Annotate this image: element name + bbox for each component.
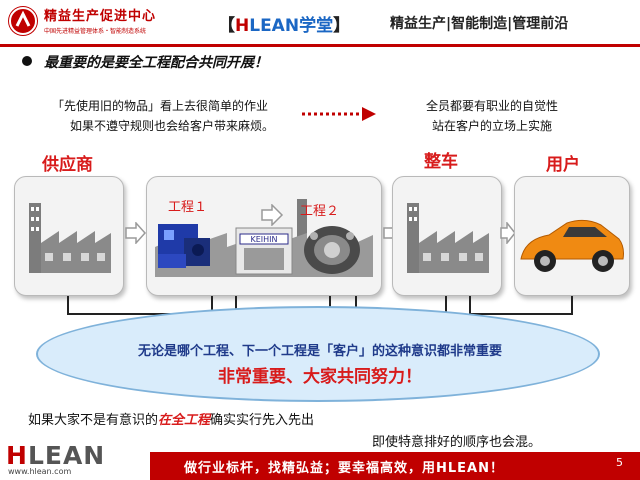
bottom-line1: 如果大家不是有意识的在全工程确实实行先入先出 (28, 409, 314, 428)
machine-image (158, 224, 210, 268)
footer-url: www.hlean.com (8, 467, 72, 476)
user-label: 用户 (546, 155, 580, 175)
process2-label: 工程２ (300, 204, 340, 219)
keihin-text: KEIHIN (250, 235, 277, 244)
brand-bracket-left: 【 (218, 16, 235, 36)
arrow-right-icon (500, 222, 516, 244)
message-ellipse (36, 306, 600, 402)
footer-bar (150, 452, 640, 480)
footer-slogan: 做行业标杆，找精弘益；要幸福高效，用HLEAN！ (184, 461, 504, 476)
logo-title: 精益生产促进中心 (44, 9, 157, 24)
engine-part-image (304, 226, 360, 274)
supplier-box (14, 176, 124, 296)
note-left-line2: 如果不遵守规则也会给客户带来麻烦。 (70, 119, 275, 133)
note-right-line1: 全员都要有职业的自觉性 (425, 99, 558, 113)
bullet-icon (22, 56, 32, 66)
footer-logo: HLEAN (6, 441, 105, 470)
maker-label-line1: 整车 (424, 152, 458, 172)
note-left-line1: 「先使用旧的物品」看上去很简单的作业 (52, 99, 269, 113)
ellipse-line2: 非常重要、大家共同努力！ (218, 367, 422, 387)
sports-car-image (520, 219, 624, 272)
note-left: 「先使用旧的物品」看上去很简单的作业 如果不遵守规则也会给客户带来麻烦。 (52, 96, 274, 136)
arrow-right-icon (261, 204, 284, 226)
process1-label: 工程１ (168, 200, 208, 215)
arrow-right-icon (125, 222, 146, 244)
footer-logo-h: H (6, 441, 28, 470)
ellipse-line1: 无论是哪个工程、下一个工程是「客户」的这种意识都非常重要 (137, 344, 502, 359)
footer-logo-rest: LEAN (27, 441, 106, 470)
headline: 最重要的是要全工程配合共同开展！ (44, 55, 268, 71)
brand-h: H (235, 16, 250, 36)
bottom-line1-pre: 如果大家不是有意识的 (28, 413, 159, 428)
factory-icon (29, 203, 111, 273)
logo-icon (8, 6, 38, 36)
bottom-line1-emphasis: 在全工程 (158, 413, 211, 428)
dotted-arrow-icon (302, 107, 376, 121)
bottom-line1-post: 确实实行先入先出 (210, 413, 315, 428)
note-right: 全员都要有职业的自觉性 站在客户的立场上实施 (376, 96, 608, 136)
factory-icon (407, 203, 489, 273)
bottom-line2: 即使特意排好的顺序也会混。 (372, 435, 542, 450)
logo-subtitle: 中国先进精益管理体系・智能制造系统 (44, 28, 147, 35)
header-divider (0, 44, 640, 47)
header (0, 0, 640, 44)
page-number: 5 (616, 456, 623, 469)
keihin-part-image: KEIHIN (235, 227, 293, 275)
brand-bracket-right: 】 (333, 16, 351, 36)
brand-title: 【HLEAN学堂】 (218, 11, 350, 36)
note-right-line2: 站在客户的立场上实施 (431, 119, 552, 133)
header-tagline: 精益生产|智能制造|管理前沿 (390, 16, 569, 32)
maker-box (392, 176, 502, 296)
supplier-label: 供应商 (42, 155, 93, 175)
brand-rest: LEAN学堂 (249, 16, 334, 36)
user-box (514, 176, 630, 296)
